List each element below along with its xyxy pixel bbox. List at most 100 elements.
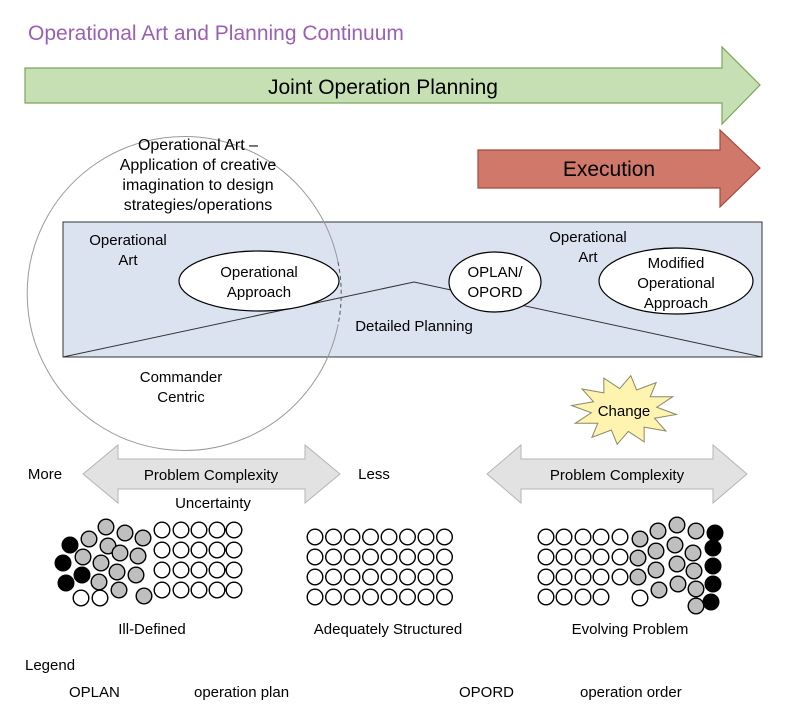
circle-mark	[306, 588, 324, 606]
circle-mark	[592, 548, 610, 566]
circle-mark	[343, 568, 361, 586]
operational-art-circle	[26, 136, 339, 451]
circle-mark	[631, 589, 649, 607]
circle-mark	[172, 521, 190, 539]
circle-mark	[685, 562, 703, 580]
circle-mark	[362, 588, 380, 606]
circle-mark	[702, 593, 720, 611]
circle-mark	[537, 528, 555, 546]
circle-mark	[129, 547, 147, 565]
circle-mark	[704, 539, 722, 557]
ill-defined-circle-grid	[54, 518, 243, 607]
circle-mark	[108, 563, 126, 581]
circle-mark	[208, 561, 226, 579]
change-label: Change	[598, 403, 651, 420]
problem-complexity-right-label: Problem Complexity	[550, 467, 685, 484]
circle-mark	[417, 588, 435, 606]
circle-mark	[225, 561, 243, 579]
circle-mark	[684, 544, 702, 562]
circle-mark	[72, 589, 90, 607]
legend-meaning-opord: operation order	[580, 684, 682, 701]
evolving-problem-label: Evolving Problem	[572, 621, 689, 638]
uncertainty-label: Uncertainty	[175, 495, 251, 512]
circle-mark	[649, 522, 667, 540]
adequately-structured-circle-grid	[306, 528, 454, 606]
approach-line-1: Operational	[220, 264, 298, 281]
circle-mark	[537, 568, 555, 586]
circle-mark	[631, 530, 649, 548]
circle-mark	[380, 568, 398, 586]
definition-line-3: imagination to design	[122, 177, 273, 194]
circle-mark	[306, 528, 324, 546]
definition-line-1: Operational Art –	[138, 137, 258, 154]
circle-mark	[57, 574, 75, 592]
circle-mark	[225, 521, 243, 539]
circle-mark	[74, 548, 92, 566]
circle-mark	[592, 568, 610, 586]
operational-art-circle-dashed	[337, 261, 342, 326]
diagram-title: Operational Art and Planning Continuum	[28, 22, 404, 45]
circle-mark	[208, 581, 226, 599]
circle-mark	[704, 575, 722, 593]
circle-mark	[127, 566, 145, 584]
circle-mark	[555, 548, 573, 566]
definition-line-4: strategies/operations	[124, 197, 273, 214]
circle-mark	[647, 542, 665, 560]
circle-mark	[153, 561, 171, 579]
circle-mark	[380, 548, 398, 566]
circle-mark	[417, 568, 435, 586]
circle-mark	[611, 528, 629, 546]
circle-mark	[592, 528, 610, 546]
circle-mark	[629, 568, 647, 586]
circle-mark	[436, 568, 454, 586]
circle-mark	[380, 528, 398, 546]
circle-mark	[704, 557, 722, 575]
circle-mark	[90, 573, 108, 591]
circle-mark	[306, 568, 324, 586]
circle-mark	[668, 555, 686, 573]
operational-art-definition: Operational Art – Application of creativ…	[120, 137, 277, 214]
legend-meaning-oplan: operation plan	[194, 684, 289, 701]
planning-triangle	[62, 281, 763, 358]
circle-mark	[325, 528, 343, 546]
circle-mark	[687, 522, 705, 540]
circle-mark	[362, 568, 380, 586]
circle-mark	[417, 548, 435, 566]
circle-mark	[172, 561, 190, 579]
problem-complexity-arrow-right	[486, 443, 748, 505]
circle-mark	[592, 588, 610, 606]
operational-art-left-line-2: Art	[118, 252, 138, 269]
circle-mark	[343, 528, 361, 546]
joint-planning-label: Joint Operation Planning	[268, 76, 498, 99]
circle-mark	[172, 541, 190, 559]
circle-mark	[362, 548, 380, 566]
circle-mark	[80, 530, 98, 548]
modified-line-2: Operational	[637, 275, 715, 292]
circle-mark	[306, 548, 324, 566]
circle-mark	[190, 561, 208, 579]
circle-mark	[61, 536, 79, 554]
circle-mark	[574, 588, 592, 606]
approach-line-2: Approach	[227, 284, 291, 301]
circle-mark	[111, 544, 129, 562]
circle-mark	[190, 581, 208, 599]
circle-mark	[208, 521, 226, 539]
circle-mark	[650, 581, 668, 599]
circle-mark	[436, 588, 454, 606]
circle-mark	[225, 581, 243, 599]
circle-mark	[91, 589, 109, 607]
legend-heading: Legend	[25, 657, 75, 674]
oplan-line-1: OPLAN/	[467, 264, 523, 281]
circle-mark	[629, 549, 647, 567]
legend-abbr-oplan: OPLAN	[69, 684, 120, 701]
problem-complexity-arrow-left	[82, 443, 341, 505]
operational-art-right-line-2: Art	[578, 249, 598, 266]
circle-mark	[669, 575, 687, 593]
circle-mark	[687, 597, 705, 615]
circle-mark	[668, 516, 686, 534]
circle-mark	[153, 541, 171, 559]
circle-mark	[436, 528, 454, 546]
circle-mark	[153, 581, 171, 599]
circle-mark	[380, 588, 398, 606]
